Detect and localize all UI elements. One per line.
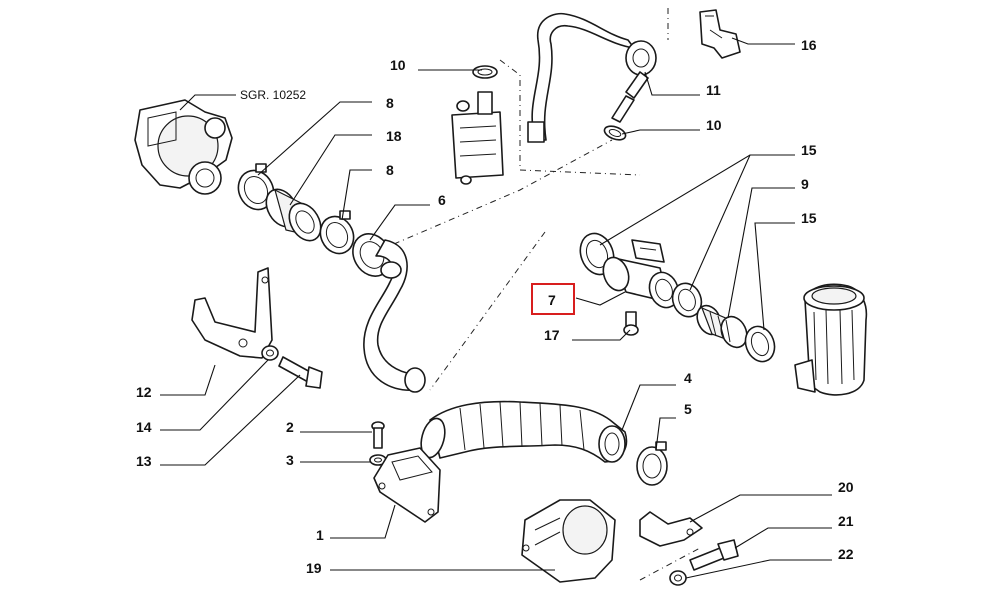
callout-16: 16 — [801, 37, 817, 53]
hose-clamp-part-8-lower — [319, 210, 355, 255]
washer-part-22 — [669, 570, 687, 586]
hose-clamp-part-15-lower — [744, 325, 776, 363]
callout-8: 8 — [386, 95, 394, 111]
callout-21: 21 — [838, 513, 854, 529]
callout-2: 2 — [286, 419, 294, 435]
washer-part-3 — [369, 454, 387, 466]
reference-group-label: SGR. 10252 — [240, 88, 306, 102]
bracket-part-12 — [191, 267, 273, 359]
small-clamp-part-10-upper — [472, 65, 498, 79]
callout-4: 4 — [684, 370, 692, 386]
callout-15: 15 — [801, 210, 817, 226]
bolt-part-21 — [689, 539, 739, 571]
air-filter-housing-part — [794, 283, 868, 396]
assembly-dash-lines — [379, 8, 701, 581]
leader-lines — [160, 37, 832, 579]
callout-1: 1 — [316, 527, 324, 543]
callout-11: 11 — [706, 82, 721, 98]
callout-10: 10 — [390, 57, 406, 73]
washer-part-14 — [261, 345, 279, 361]
callout-19: 19 — [306, 560, 322, 576]
screw-part-2 — [371, 421, 385, 449]
adapter-part-1 — [373, 447, 441, 523]
callout-17: 17 — [544, 327, 560, 343]
callout-10: 10 — [706, 117, 722, 133]
clip-part-20 — [639, 511, 703, 547]
hose-coupling-part-9 — [696, 304, 748, 349]
hose-part-6 — [352, 233, 426, 393]
callout-9: 9 — [801, 176, 809, 192]
hose-clamp-part-15-middle — [671, 282, 703, 318]
callout-20: 20 — [838, 479, 854, 495]
bolt-part-13 — [278, 356, 323, 389]
hose-coupling-part-18 — [265, 188, 322, 242]
callout-12: 12 — [136, 384, 152, 400]
callout-6: 6 — [438, 192, 446, 208]
turbocharger-part — [134, 99, 233, 195]
clip-part-16 — [699, 9, 741, 59]
breather-pipe-part-11 — [527, 12, 657, 143]
callout-14: 14 — [136, 419, 152, 435]
small-clamp-part-10-lower — [603, 125, 627, 141]
callout-3: 3 — [286, 452, 294, 468]
callout-7: 7 — [548, 292, 556, 308]
callout-18: 18 — [386, 128, 402, 144]
callout-15: 15 — [801, 142, 817, 158]
intake-hose-part-4 — [420, 400, 628, 463]
callout-13: 13 — [136, 453, 152, 469]
callout-8: 8 — [386, 162, 394, 178]
expansion-reservoir-part — [451, 91, 504, 185]
screw-part-17 — [623, 311, 639, 336]
callout-22: 22 — [838, 546, 854, 562]
flow-sensor-part-7 — [602, 239, 680, 309]
highlight-box — [531, 283, 575, 315]
resonator-part-19 — [521, 499, 616, 583]
callout-5: 5 — [684, 401, 692, 417]
hose-clamp-part-5 — [636, 441, 668, 486]
